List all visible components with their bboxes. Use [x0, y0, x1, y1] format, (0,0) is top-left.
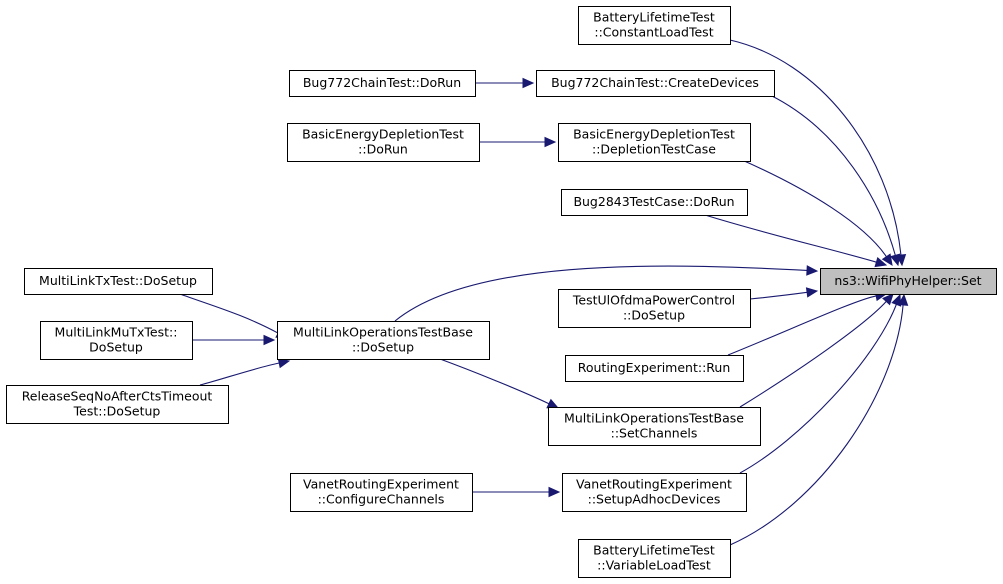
node-battery-variable[interactable]: BatteryLifetimeTest::VariableLoadTest — [578, 539, 731, 578]
arrowhead — [881, 253, 893, 267]
node-mlo-setchannels[interactable]: MultiLinkOperationsTestBase::SetChannels — [548, 407, 761, 446]
node-label: MultiLinkMuTxTest:: — [55, 325, 178, 340]
edges — [179, 39, 909, 546]
edge-vanet-config-to-vanet-setup — [471, 486, 561, 498]
node-label: BatteryLifetimeTest — [593, 10, 715, 25]
node-label: BasicEnergyDepletionTest — [573, 127, 735, 142]
node-label: VanetRoutingExperiment — [576, 477, 732, 492]
node-label: ::SetupAdhocDevices — [588, 492, 721, 507]
node-mlo-dosetup[interactable]: MultiLinkOperationsTestBase::DoSetup — [277, 321, 490, 360]
arrowhead — [805, 287, 819, 298]
node-label: BatteryLifetimeTest — [593, 543, 715, 558]
edge-ofdma-to-target — [749, 287, 819, 300]
node-label: VanetRoutingExperiment — [303, 477, 459, 492]
arrowhead — [263, 334, 276, 346]
arrowhead — [522, 77, 535, 89]
node-label: MultiLinkOperationsTestBase — [564, 411, 744, 426]
edge-depletion-dorun-to-depletion-testcase — [479, 136, 557, 148]
edge-mltx-to-mlo-dosetup — [179, 293, 289, 339]
node-bug772-dorun[interactable]: Bug772ChainTest::DoRun — [289, 70, 476, 97]
node-label: RoutingExperiment::Run — [578, 360, 731, 375]
node-label: ::ConstantLoadTest — [594, 25, 713, 40]
arrowhead — [806, 265, 819, 276]
node-label: MultiLinkTxTest::DoSetup — [39, 273, 197, 288]
node-bug772-create[interactable]: Bug772ChainTest::CreateDevices — [536, 70, 775, 97]
node-vanet-setup[interactable]: VanetRoutingExperiment::SetupAdhocDevice… — [562, 473, 747, 512]
node-label: Test::DoSetup — [73, 404, 161, 419]
edge-mlo-setchannels-to-target — [739, 293, 894, 408]
node-target[interactable]: ns3::WifiPhyHelper::Set — [820, 268, 997, 295]
edge-bug2843-to-target — [704, 214, 888, 268]
edge-mlo-dosetup-to-mlo-setchannels — [439, 358, 560, 409]
node-label: Bug772ChainTest::CreateDevices — [551, 75, 759, 90]
node-depletion-dorun[interactable]: BasicEnergyDepletionTest::DoRun — [287, 123, 480, 162]
node-label: ::DoSetup — [352, 340, 414, 355]
node-mltx[interactable]: MultiLinkTxTest::DoSetup — [24, 268, 213, 295]
node-label: Bug772ChainTest::DoRun — [303, 75, 461, 90]
arrowhead — [891, 293, 902, 307]
arrowhead — [874, 256, 888, 268]
node-battery-constant[interactable]: BatteryLifetimeTest::ConstantLoadTest — [578, 6, 731, 45]
edge-release-seq-to-mlo-dosetup — [199, 357, 291, 386]
node-label: BasicEnergyDepletionTest — [302, 127, 464, 142]
node-label: ::DoRun — [358, 142, 408, 157]
edge-mlo-dosetup-to-target — [394, 265, 819, 322]
node-label: ::SetChannels — [611, 426, 698, 441]
arrowhead — [890, 253, 901, 267]
edge-mlmutx-to-mlo-dosetup — [192, 334, 276, 346]
node-routing-run[interactable]: RoutingExperiment::Run — [565, 355, 744, 382]
node-vanet-config[interactable]: VanetRoutingExperiment::ConfigureChannel… — [290, 473, 473, 512]
edge-bug772-dorun-to-bug772-create — [475, 77, 535, 89]
node-label: ns3::WifiPhyHelper::Set — [834, 273, 981, 288]
arrowhead — [548, 486, 561, 498]
node-bug2843[interactable]: Bug2843TestCase::DoRun — [561, 189, 748, 216]
edge-depletion-testcase-to-target — [741, 159, 893, 267]
arrowhead — [544, 136, 557, 148]
node-label: TestUlOfdmaPowerControl — [572, 293, 735, 308]
edge-battery-variable-to-target — [729, 293, 909, 546]
node-label: ::ConfigureChannels — [318, 492, 445, 507]
node-depletion-testcase[interactable]: BasicEnergyDepletionTest::DepletionTestC… — [558, 123, 751, 162]
node-mlmutx[interactable]: MultiLinkMuTxTest::DoSetup — [40, 321, 193, 360]
node-label: ::VariableLoadTest — [597, 558, 711, 573]
arrowhead — [882, 293, 894, 306]
node-ofdma[interactable]: TestUlOfdmaPowerControl::DoSetup — [558, 289, 751, 328]
arrowhead — [546, 398, 560, 409]
node-label: Bug2843TestCase::DoRun — [573, 194, 734, 209]
edge-bug772-create-to-target — [769, 94, 901, 267]
node-label: ReleaseSeqNoAfterCtsTimeout — [22, 389, 213, 404]
edge-vanet-setup-to-target — [739, 293, 902, 474]
node-label: ::DoSetup — [623, 308, 685, 323]
nodes: ns3::WifiPhyHelper::SetBatteryLifetimeTe… — [6, 6, 997, 578]
node-label: DoSetup — [89, 340, 143, 355]
node-label: MultiLinkOperationsTestBase — [293, 325, 473, 340]
node-label: ::DepletionTestCase — [592, 142, 716, 157]
arrowhead — [897, 293, 909, 306]
